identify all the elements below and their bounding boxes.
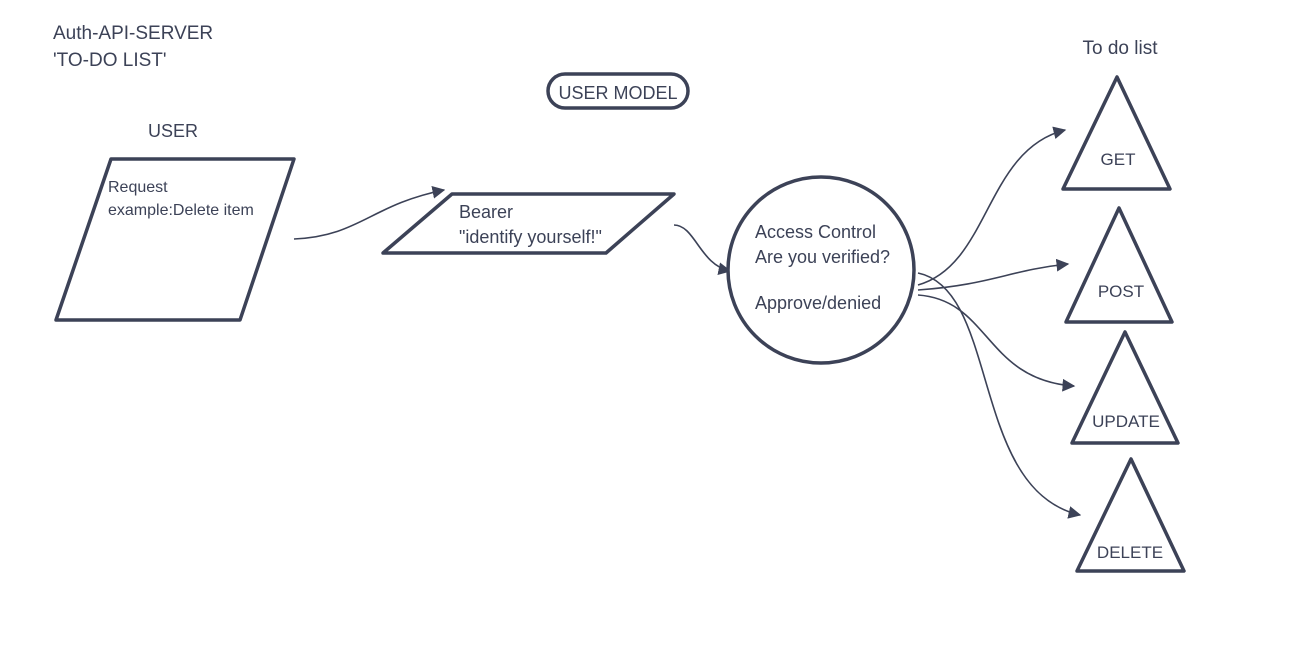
method-delete-node: DELETE: [1075, 457, 1186, 573]
bearer-node: Bearer "identify yourself!": [381, 192, 676, 255]
access-to-post-connector: [917, 258, 1070, 291]
user-request-line-1: Request: [108, 179, 168, 196]
method-post-node: POST: [1064, 206, 1174, 324]
user-to-bearer-connector: [293, 186, 446, 240]
bearer-line-2: "identify yourself!": [459, 227, 602, 247]
bearer-to-access-connector: [673, 224, 732, 276]
user-request-line-2: example:Delete item: [108, 202, 254, 219]
method-get-label: GET: [1101, 150, 1136, 169]
access-control-line-1: Access Control: [755, 222, 876, 242]
access-decision-label: Approve/denied: [755, 293, 881, 313]
method-get-node: GET: [1061, 75, 1172, 191]
access-control-line-2: Are you verified?: [755, 247, 890, 267]
access-to-get-connector: [917, 126, 1067, 286]
bearer-line-1: Bearer: [459, 202, 513, 222]
diagram-title-line-1: Auth-API-SERVER: [53, 23, 213, 44]
user-label: USER: [148, 121, 198, 141]
access-control-node: Access Control Are you verified? Approve…: [726, 175, 916, 365]
method-update-label: UPDATE: [1092, 412, 1160, 431]
user-model-badge: USER MODEL: [546, 72, 690, 110]
access-to-update-connector: [917, 294, 1076, 392]
access-to-delete-connector: [917, 272, 1082, 519]
method-delete-label: DELETE: [1097, 543, 1163, 562]
user-request-node: Request example:Delete item: [54, 157, 296, 322]
user-model-label: USER MODEL: [558, 83, 677, 103]
todo-list-header: To do list: [1083, 38, 1159, 59]
method-post-label: POST: [1098, 282, 1144, 301]
method-update-node: UPDATE: [1070, 330, 1180, 445]
diagram-title-line-2: 'TO-DO LIST': [53, 50, 167, 71]
